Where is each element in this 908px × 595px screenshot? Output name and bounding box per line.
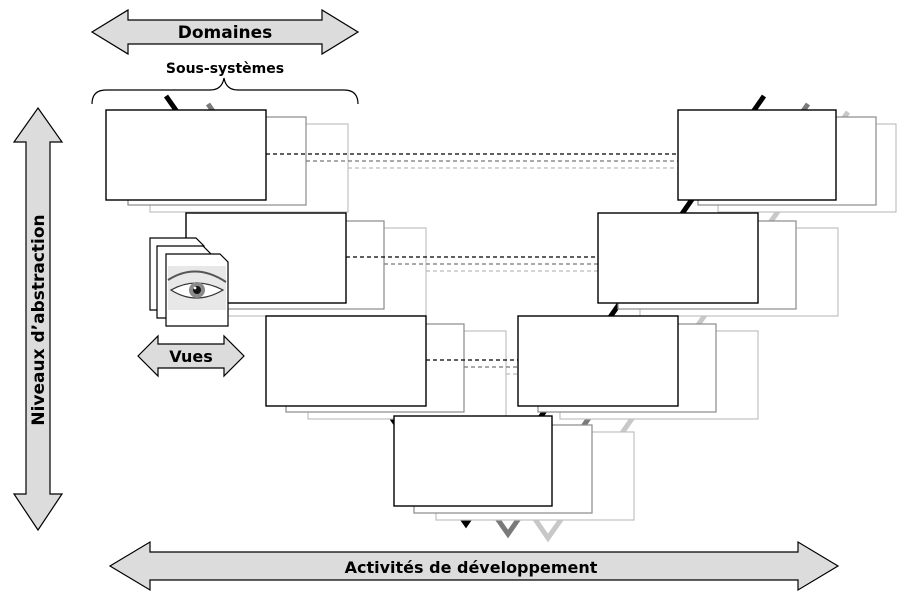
activites-label: Activités de développement <box>345 558 598 577</box>
box-level-1-left <box>105 109 267 201</box>
eye-icon <box>167 266 227 310</box>
box-level-3-left <box>265 315 427 407</box>
box-bottom <box>393 415 553 507</box>
sous-systemes-label: Sous-systèmes <box>166 61 284 77</box>
domaines-arrow: Domaines <box>90 8 360 56</box>
vues-pages <box>149 237 229 327</box>
vues-arrow: Vues <box>137 334 245 378</box>
sous-systemes-brace: Sous-systèmes <box>91 61 359 105</box>
vues-label: Vues <box>169 347 213 366</box>
box-level-1-right <box>677 109 837 201</box>
domaines-label: Domaines <box>178 23 273 43</box>
niveaux-arrow: Niveaux d’abstraction <box>12 106 64 532</box>
activites-arrow: Activités de développement <box>108 540 840 592</box>
traceability-lines <box>266 153 718 375</box>
niveaux-label: Niveaux d’abstraction <box>29 214 49 425</box>
box-level-3-right <box>517 315 679 407</box>
box-level-2-right <box>597 212 759 304</box>
